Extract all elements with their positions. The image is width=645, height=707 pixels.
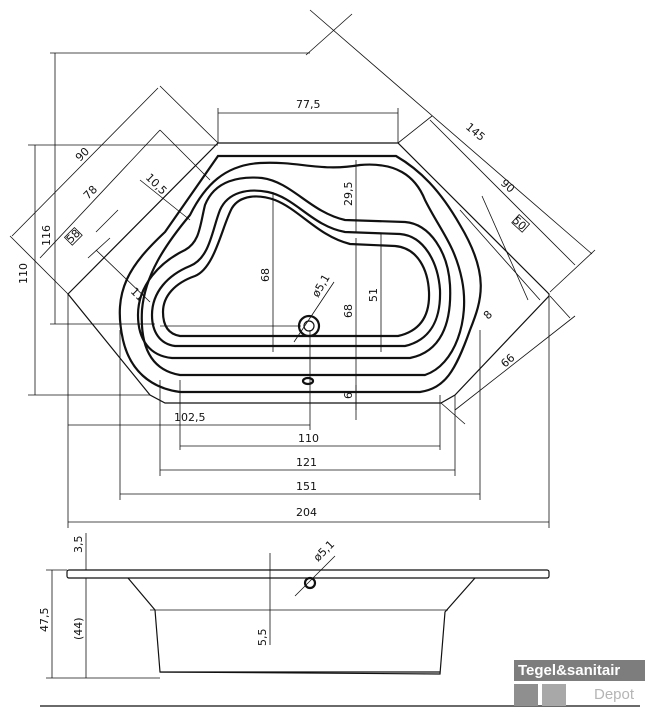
overflow-hole	[301, 376, 315, 386]
dim-78: 78	[81, 183, 100, 202]
dim-44: (44)	[72, 617, 85, 640]
tub-inner-contour	[140, 161, 466, 377]
watermark-brand: Tegel&sanitair	[514, 660, 645, 681]
dim-90-left: 90	[73, 145, 92, 164]
watermark-depot: Depot	[594, 686, 635, 703]
dim-66: 66	[498, 351, 517, 370]
basin-floor	[161, 195, 431, 338]
dim-8: 8	[481, 308, 495, 322]
dim-68-left: 68	[259, 268, 272, 282]
drain-label-side: ø5,1	[311, 538, 337, 564]
tub-rim-line	[118, 154, 482, 394]
dim-10-5: 10,5	[143, 171, 170, 198]
dim-6: 6	[342, 392, 355, 399]
dim-151: 151	[296, 480, 317, 493]
dim-121: 121	[296, 456, 317, 469]
dim-5-5: 5,5	[256, 629, 269, 647]
basin-inner	[150, 189, 442, 348]
drain-inner	[303, 320, 315, 332]
dim-110-bottom: 110	[298, 432, 319, 445]
dim-110-left: 110	[17, 263, 30, 284]
box-50: 50	[510, 214, 529, 233]
plan-view: 77,5 145 90 8 66 50 90 78 10,5	[9, 9, 596, 528]
basin-rim	[136, 176, 452, 360]
watermark-sub: Depot	[514, 682, 645, 707]
dim-51: 51	[367, 288, 380, 302]
drain-side	[303, 576, 317, 590]
tub-outer-outline	[67, 142, 550, 404]
dim-77-5: 77,5	[296, 98, 321, 111]
dim-90-right: 90	[498, 177, 517, 196]
side-body	[127, 577, 476, 675]
watermark-logo: Tegel&sanitair Depot	[514, 660, 645, 707]
dim-68-mid: 68	[342, 304, 355, 318]
dim-102-5: 102,5	[174, 411, 206, 424]
logo-square-light	[542, 684, 566, 706]
drain-label-plan: ø5,1	[309, 272, 332, 299]
dim-29-5: 29,5	[342, 182, 355, 207]
dim-145: 145	[463, 120, 487, 143]
dim-47-5: 47,5	[38, 608, 51, 633]
dim-3-5: 3,5	[72, 536, 85, 554]
side-rim	[66, 569, 550, 579]
dim-204: 204	[296, 506, 317, 519]
logo-square-dark	[514, 684, 538, 706]
dim-116: 116	[40, 225, 53, 246]
